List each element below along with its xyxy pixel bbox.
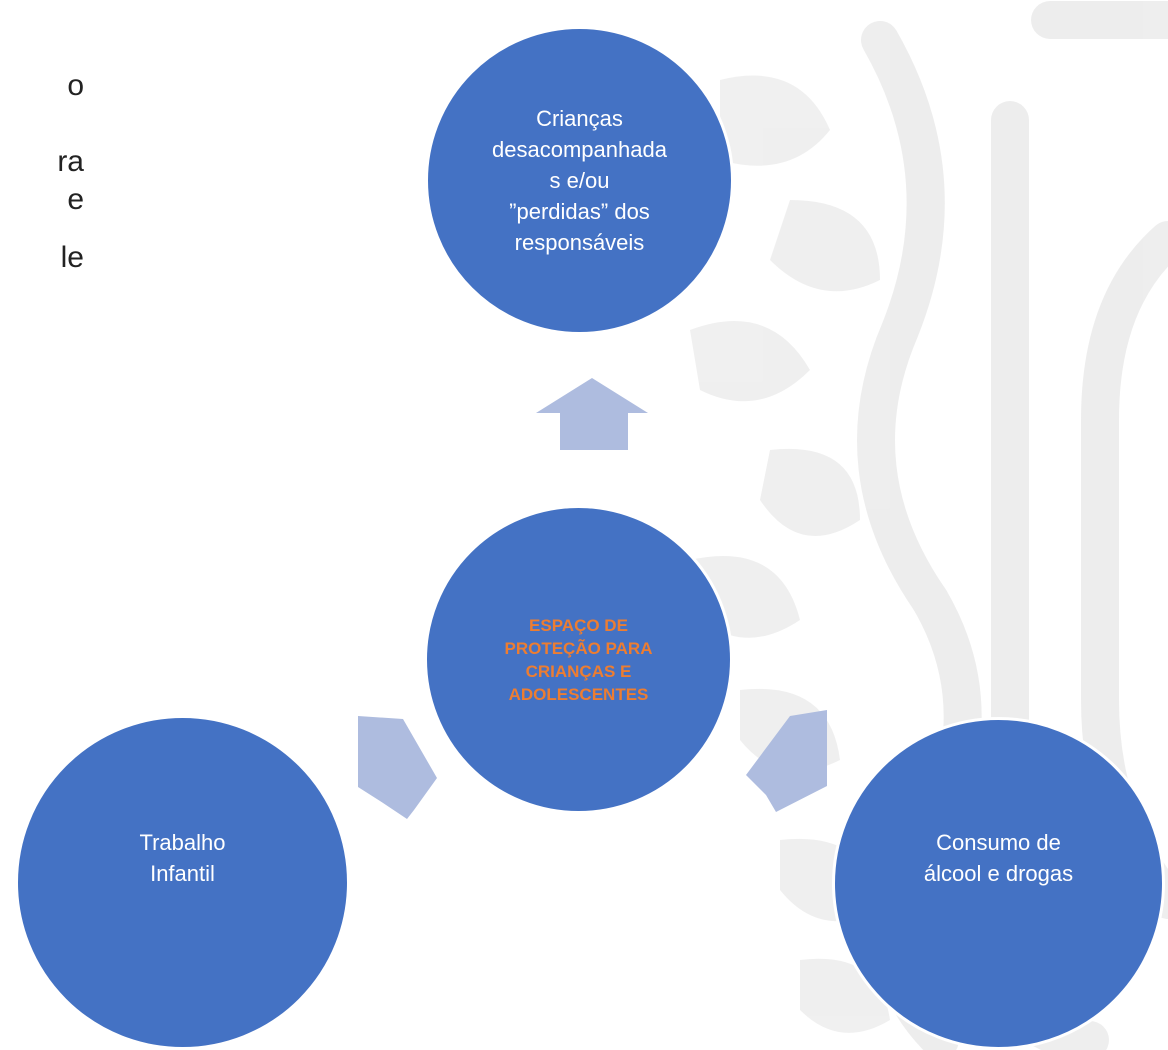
node-unaccompanied-children: Crianças desacompanhada s e/ou ”perdidas… — [425, 26, 734, 335]
center-label-line: ESPAÇO DE — [529, 615, 628, 635]
left-text-fragment: le — [60, 241, 84, 274]
left-text-fragment: e — [67, 183, 84, 216]
left-text-fragment: ra — [57, 145, 84, 178]
node-label-line: s e/ou — [549, 168, 610, 193]
node-label-line: Consumo de — [936, 829, 1061, 855]
node-label-line: Infantil — [150, 860, 215, 886]
node-label-line: álcool e drogas — [923, 860, 1074, 886]
node-label-line: Trabalho — [139, 829, 226, 855]
center-label-line: PROTEÇÃO PARA — [504, 638, 653, 658]
node-center-protection-space: ESPAÇO DE PROTEÇÃO PARA CRIANÇAS E ADOLE… — [424, 505, 733, 814]
node-child-labor: Trabalho Infantil — [15, 715, 350, 1050]
left-text-fragment: o — [67, 69, 84, 102]
node-label-line: desacompanhada — [492, 137, 667, 162]
node-label-line: responsáveis — [514, 230, 645, 255]
center-label-line: CRIANÇAS E — [525, 661, 632, 681]
node-alcohol-drugs: Consumo de álcool e drogas — [832, 717, 1165, 1050]
node-label-line: Crianças — [536, 106, 623, 131]
node-label-line: ”perdidas” dos — [509, 199, 650, 224]
center-label-line: ADOLESCENTES — [508, 684, 649, 704]
